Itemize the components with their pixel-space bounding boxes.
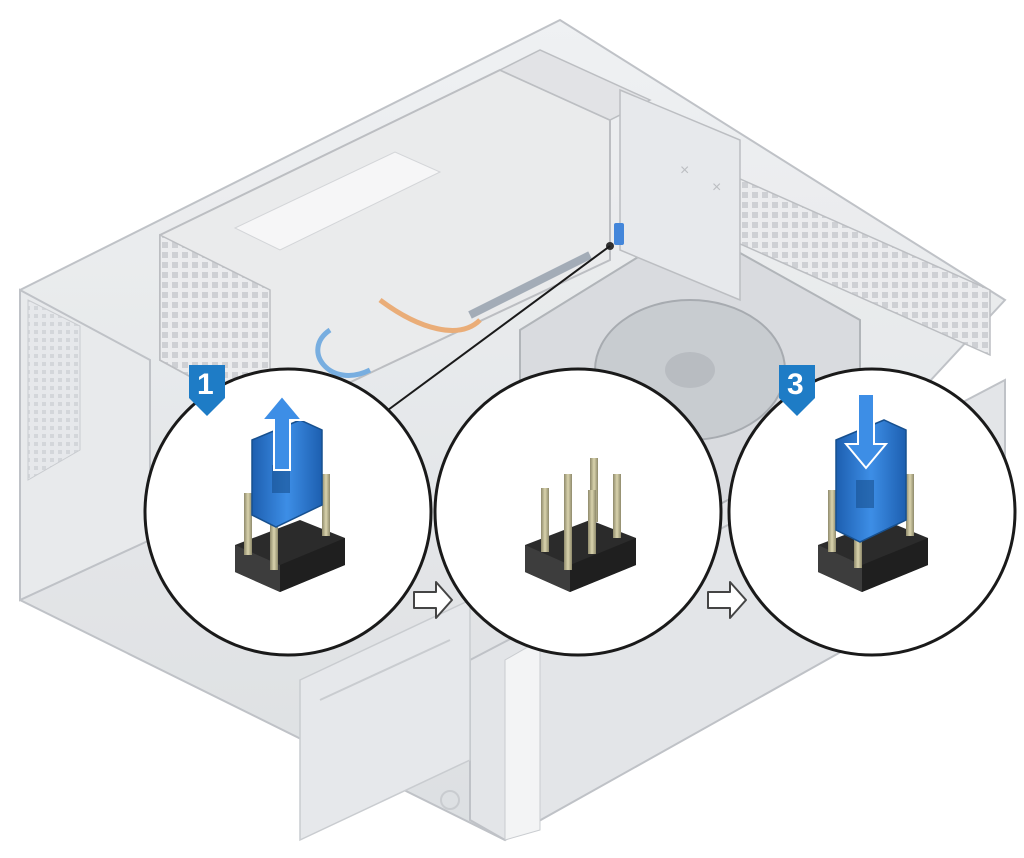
front-vent [27,299,81,481]
pin-header-1 [235,474,345,592]
jumper-slot [272,465,290,493]
psu-top [498,49,652,121]
pin [244,493,252,555]
expansion-bracket [619,88,741,302]
ribbon-cable [468,251,592,319]
step-1-number: 1 [197,368,214,401]
pin-header-front [570,538,636,592]
pin [564,506,572,570]
pin-header-3 [818,474,928,592]
pin-header-side [818,545,862,592]
arrow-right-icon [413,581,453,619]
power-button-outline [440,790,460,810]
pin [613,474,621,538]
fan-hub [665,352,715,388]
pin-header-side [525,545,570,592]
pin [322,474,330,536]
pin-header-front [280,538,345,592]
pin-header-2 [525,458,636,592]
orange-cable [378,297,482,333]
pin [270,508,278,570]
step-3-number: 3 [787,368,804,401]
pin [828,490,836,552]
arrow-up-icon [259,394,305,471]
step-3-panel [727,367,1017,657]
step-1-panel [143,367,433,657]
step-1-badge: 1 [189,365,225,416]
psu-label [233,151,442,251]
step-badge-shape [779,365,815,416]
pin [906,474,914,536]
arrow-right-icon [707,581,747,619]
blue-cable [315,327,372,378]
callout-line [387,245,611,411]
arrow-down-icon [843,393,889,470]
bezel-edge [504,639,541,841]
mark-x-1: × [680,162,689,179]
step-3-badge: 3 [779,365,815,416]
step-2-circle [433,367,723,657]
pin-header-front [862,538,928,592]
drive-bay [299,598,471,842]
board-jumper-location [614,223,624,245]
pin-header-side [235,545,280,592]
pin [588,490,596,554]
step-badge-shape [189,365,225,416]
pin [541,488,549,552]
step-2-panel [433,367,723,657]
drive-slot [319,639,451,701]
mark-x-2: × [712,179,721,196]
jumper-slot [856,480,874,508]
